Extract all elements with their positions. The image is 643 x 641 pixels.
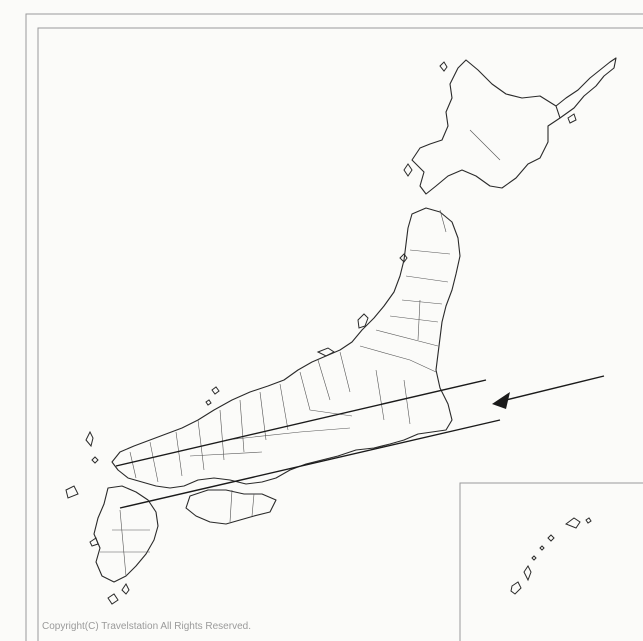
hokkaido-east-tip <box>555 57 617 119</box>
arrow-shaft <box>505 375 605 401</box>
outer-frame <box>25 13 643 641</box>
hokkaido-outline <box>411 59 561 195</box>
inner-frame <box>37 27 643 641</box>
kyushu-outline <box>93 485 159 583</box>
kunashiri-island <box>567 113 577 124</box>
small-islands <box>65 163 413 605</box>
band-upper-line <box>115 379 487 467</box>
band-lower-line <box>119 419 501 509</box>
honshu-outline <box>111 207 461 489</box>
copyright-text: Copyright(C) Travelstation All Rights Re… <box>42 621 251 632</box>
okinawa-islands <box>510 517 592 595</box>
prefecture-boundaries <box>100 129 501 577</box>
okinawa-inset-frame <box>459 482 643 641</box>
shikoku-outline <box>185 489 277 525</box>
arrow-head-icon <box>492 392 510 409</box>
rishiri-island <box>439 61 448 72</box>
